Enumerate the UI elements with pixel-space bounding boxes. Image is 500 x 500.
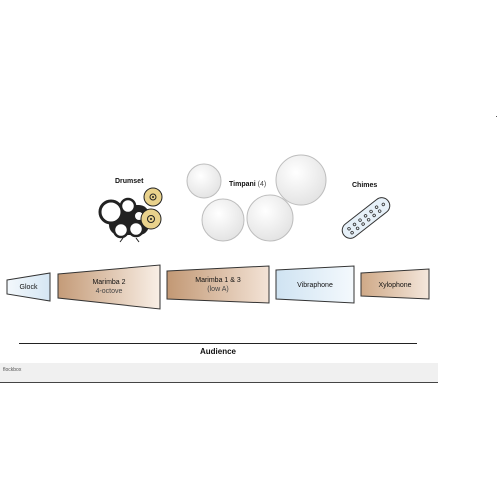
chimes-icon <box>341 197 391 239</box>
drumset-icon <box>98 187 163 243</box>
marimba-2-shape <box>57 264 161 310</box>
glock-shape <box>6 272 51 302</box>
drumset-label: Drumset <box>115 178 144 185</box>
timpani-drum-3 <box>246 194 294 242</box>
drumset-floor-tom <box>127 220 145 238</box>
marimba-2-label-line1: Marimba 2 <box>92 279 126 286</box>
marimba-2-label: Marimba 2 4-octove <box>58 278 160 296</box>
timpani-count: (4) <box>257 181 267 188</box>
marimba-2-label-line2: 4-octove <box>95 288 123 295</box>
drumset-tom-left <box>98 199 124 225</box>
timpani-label: Timpani (4) <box>229 181 266 188</box>
xylophone-shape <box>360 268 430 300</box>
vibraphone-shape <box>275 265 355 304</box>
glock-label: Glock <box>7 283 50 292</box>
footer-credit: flockbox <box>3 367 22 373</box>
marimba-1-3-label: Marimba 1 & 3 (low A) <box>167 276 269 294</box>
timpani-group <box>186 154 327 242</box>
timpani-label-text: Timpani <box>229 181 256 188</box>
xylophone-label-text: Xylophone <box>378 282 412 289</box>
timpani-drum-4 <box>275 154 327 206</box>
chimes-label: Chimes <box>352 182 378 189</box>
drumset-tom-top <box>119 197 137 215</box>
stray-dot <box>496 116 497 117</box>
marimba-1-3-label-line2: (low A) <box>207 286 229 293</box>
marimba-1-3-shape <box>166 265 270 304</box>
vibraphone-label-text: Vibraphone <box>297 282 333 289</box>
glock-label-text: Glock <box>19 284 38 291</box>
timpani-drum-1 <box>186 163 222 199</box>
audience-label: Audience <box>199 347 236 356</box>
marimba-1-3-label-line1: Marimba 1 & 3 <box>195 277 241 284</box>
timpani-drum-2 <box>201 198 245 242</box>
xylophone-label: Xylophone <box>361 281 429 290</box>
vibraphone-label: Vibraphone <box>276 281 354 290</box>
drumset-snare <box>112 221 130 239</box>
audience-divider <box>19 343 417 344</box>
footer-bar: flockbox <box>0 363 438 383</box>
